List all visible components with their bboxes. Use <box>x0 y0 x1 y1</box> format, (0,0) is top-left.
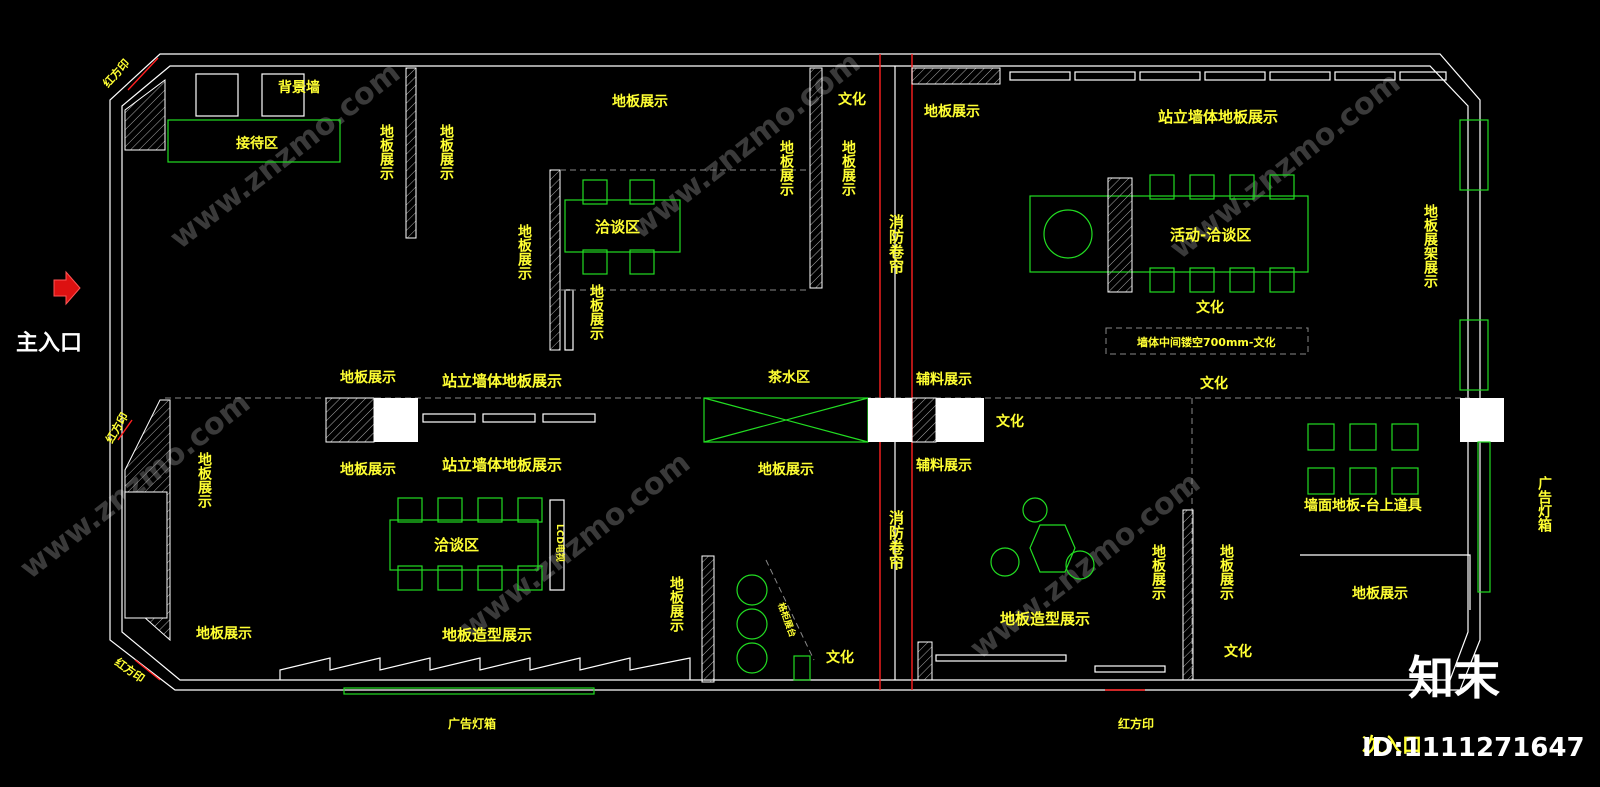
floor-display-label: 地板展示 <box>196 625 252 642</box>
floor-display-label: 地板展示 <box>1352 585 1408 602</box>
floor-display-label: 地板展示 <box>668 575 684 633</box>
top-right-area <box>911 67 1489 391</box>
floor-display-label: 地板展示 <box>340 461 396 478</box>
top-middle-room <box>549 67 823 351</box>
entrance-arrow-icon <box>53 270 81 306</box>
cabinet-label: 格柜展台 <box>775 601 799 639</box>
fire-shutter-lines <box>879 54 913 690</box>
culture-label: 文化 <box>1224 643 1252 660</box>
red-seal-label: 红方印 <box>100 56 132 90</box>
floor-display-label: 地板展示 <box>778 139 794 197</box>
red-seal-marks <box>117 57 1145 691</box>
bottom-left-area <box>124 399 815 695</box>
watermark-site: www.znzmo.com <box>453 445 697 646</box>
floor-display-label: 地板展示 <box>438 123 454 181</box>
floor-display-label: 地板展示 <box>840 139 856 197</box>
watermark-site: www.znzmo.com <box>623 45 867 246</box>
floor-display-label: 地板展示 <box>924 103 980 120</box>
watermark-brand: 知末 <box>1408 651 1500 705</box>
hollow-wall-note: 墙体中间镂空700mm-文化 <box>1137 335 1275 349</box>
standing-wall-floor-label: 站立墙体地板展示 <box>1158 108 1278 126</box>
fire-shutter-label: 消防卷帘 <box>887 213 905 275</box>
floor-display-label: 地板展示 <box>758 461 814 478</box>
standing-wall-floor-label: 站立墙体地板展示 <box>442 456 562 474</box>
floor-rack-display-label: 地板展架展示 <box>1422 203 1439 289</box>
outer-walls <box>109 53 1481 691</box>
tea-area-label: 茶水区 <box>767 369 810 386</box>
red-seal-label: 红方印 <box>112 655 147 685</box>
negotiation-label: 洽谈区 <box>595 218 640 236</box>
floor-shape-display-label: 地板造型展示 <box>442 626 532 644</box>
floor-display-label: 地板展示 <box>612 93 668 110</box>
culture-label: 文化 <box>1200 375 1228 392</box>
culture-label: 文化 <box>838 91 866 108</box>
lcd-tv-label: LCD电视 <box>554 524 566 562</box>
corridor <box>165 397 1504 443</box>
red-seal-label: 红方印 <box>1118 716 1154 731</box>
floor-display-label: 地板展示 <box>378 123 394 181</box>
main-entrance-label: 主入口 <box>16 331 82 356</box>
floor-display-label: 地板展示 <box>516 223 532 281</box>
ad-lightbox-label: 广告灯箱 <box>1536 475 1552 533</box>
reception-label: 接待区 <box>236 135 278 152</box>
floor-shape-display-label: 地板造型展示 <box>1000 610 1090 628</box>
bottom-right-area <box>917 398 1491 681</box>
floor-display-label: 地板展示 <box>1150 543 1166 601</box>
culture-label: 文化 <box>826 649 854 666</box>
floor-display-label: 地板展示 <box>196 451 212 509</box>
floor-display-label: 地板展示 <box>1218 543 1234 601</box>
accessory-display-label: 辅料展示 <box>916 371 972 388</box>
standing-wall-floor-label: 站立墙体地板展示 <box>442 372 562 390</box>
negotiation-label: 洽谈区 <box>434 536 479 554</box>
accessory-display-label: 辅料展示 <box>916 457 972 474</box>
fire-shutter-label: 消防卷帘 <box>887 509 905 571</box>
culture-label: 文化 <box>1196 299 1224 316</box>
floor-display-label: 地板展示 <box>588 283 604 341</box>
wall-floor-props-label: 墙面地板-台上道具 <box>1304 497 1422 514</box>
ad-lightbox-label: 广告灯箱 <box>448 716 496 731</box>
background-wall-label: 背景墙 <box>278 79 320 96</box>
culture-label: 文化 <box>996 413 1024 430</box>
activity-negotiation-label: 活动-洽谈区 <box>1170 226 1251 244</box>
watermark-site: www.znzmo.com <box>963 465 1207 666</box>
side-entrance-label: 次入口 <box>1362 733 1422 757</box>
floor-display-label: 地板展示 <box>340 369 396 386</box>
watermark-id: ID:1111271647 <box>1362 733 1585 763</box>
reception-area <box>124 67 417 239</box>
